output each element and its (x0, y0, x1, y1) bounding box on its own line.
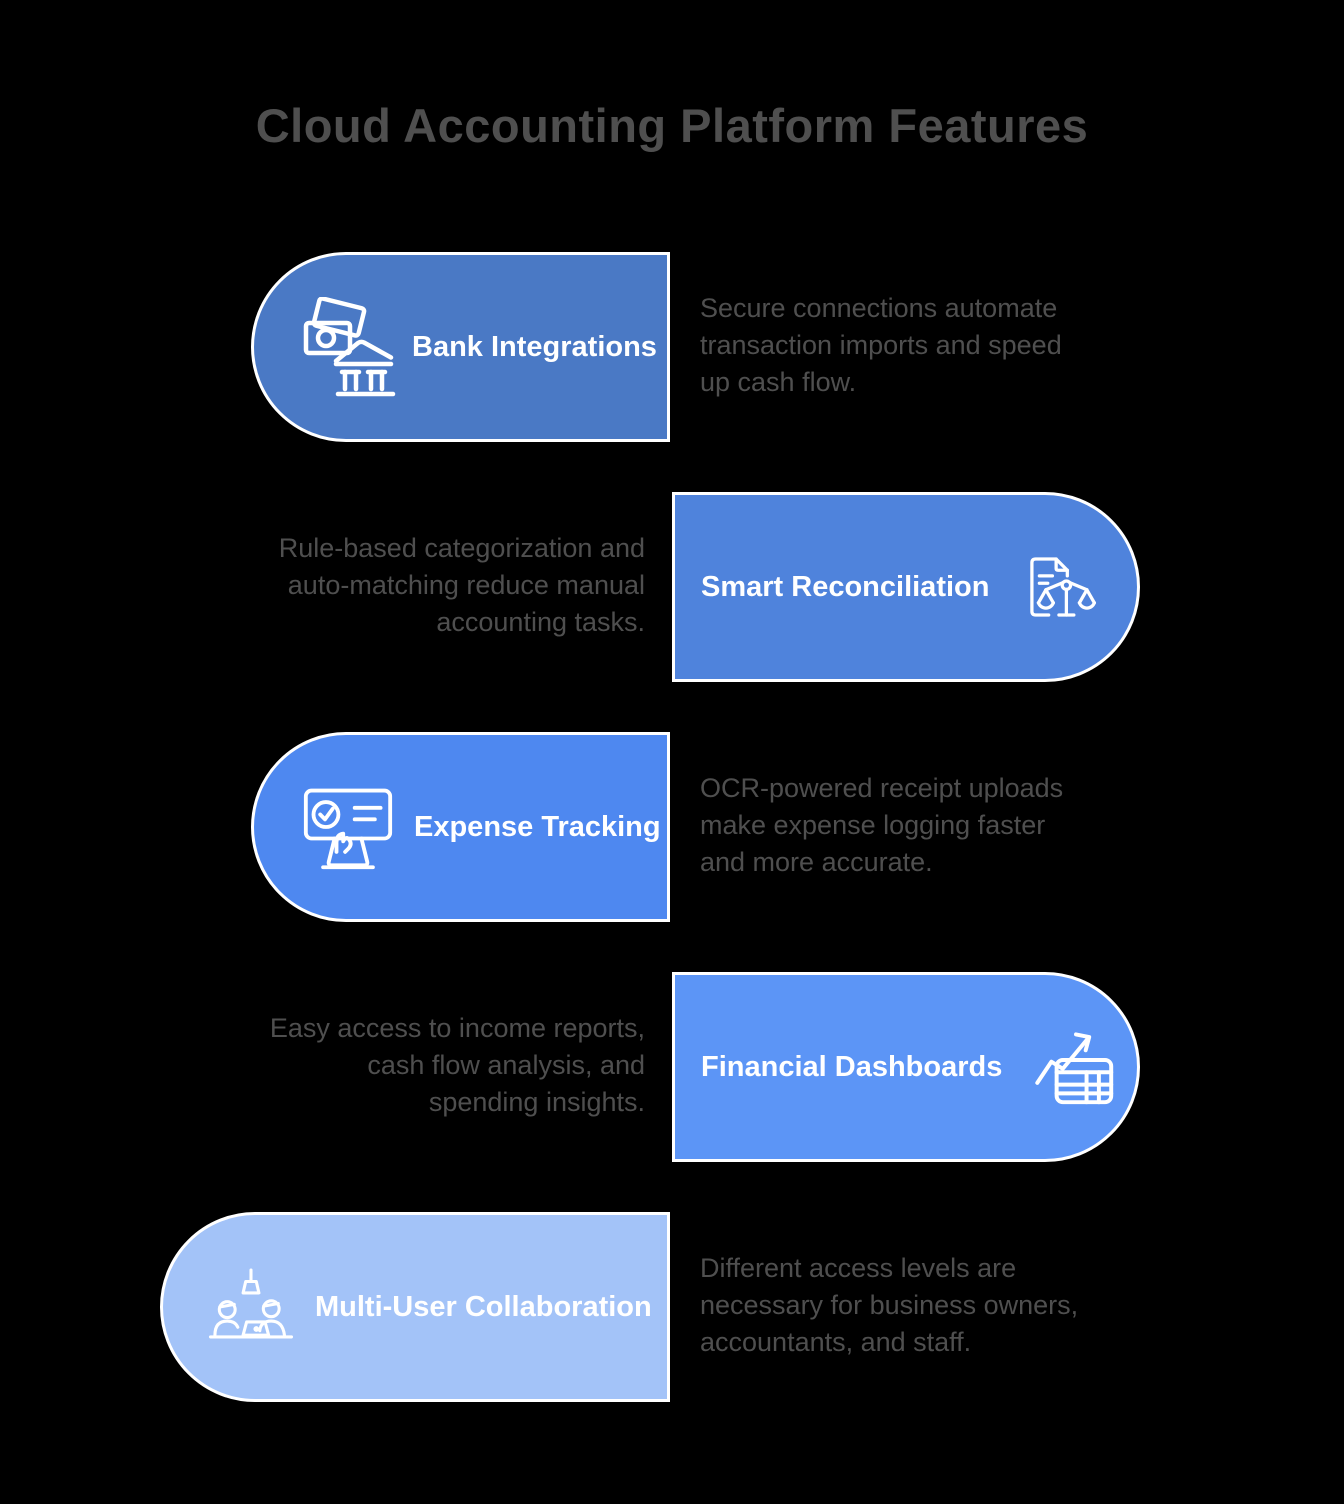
page-title: Cloud Accounting Platform Features (255, 99, 1089, 152)
receipt-check-icon (300, 781, 396, 873)
feature-row-bank-integrations: Bank Integrations Secure connections aut… (0, 252, 1344, 442)
feature-description: Secure connections automate transaction … (700, 290, 1170, 401)
feature-description: Easy access to income reports, cash flow… (175, 1010, 645, 1121)
feature-description: OCR-powered receipt uploads make expense… (700, 770, 1170, 881)
people-desk-icon (207, 1267, 295, 1347)
description-line: transaction imports and speed (700, 330, 1062, 360)
description-line: OCR-powered receipt uploads (700, 773, 1064, 803)
document-scales-icon (1017, 548, 1099, 626)
description-line: accountants, and staff. (700, 1327, 972, 1357)
feature-title: Multi-User Collaboration (315, 1290, 652, 1323)
feature-pill-smart-reconciliation: Smart Reconciliation (672, 492, 1140, 682)
feature-pill-expense-tracking: Expense Tracking (251, 732, 670, 922)
description-line: up cash flow. (700, 367, 857, 397)
feature-row-smart-reconciliation: Smart Reconciliation Rule-based categori… (0, 492, 1344, 682)
description-line: Secure connections automate (700, 293, 1058, 323)
feature-row-multi-user-collaboration: Multi-User Collaboration Different acces… (0, 1212, 1344, 1402)
feature-title: Expense Tracking (414, 810, 661, 843)
feature-title: Financial Dashboards (701, 1050, 1003, 1083)
description-line: accounting tasks. (436, 607, 645, 637)
description-line: cash flow analysis, and (367, 1050, 645, 1080)
feature-description: Rule-based categorization and auto-match… (175, 530, 645, 641)
description-line: necessary for business owners, (700, 1290, 1079, 1320)
bank-icon (298, 297, 398, 397)
feature-pill-bank-integrations: Bank Integrations (251, 252, 670, 442)
description-line: auto-matching reduce manual (287, 570, 645, 600)
chart-table-icon (1032, 1023, 1120, 1111)
feature-pill-financial-dashboards: Financial Dashboards (672, 972, 1140, 1162)
feature-row-financial-dashboards: Financial Dashboards Easy access to inco… (0, 972, 1344, 1162)
feature-description: Different access levels are necessary fo… (700, 1250, 1170, 1361)
description-line: spending insights. (428, 1087, 645, 1117)
feature-title: Bank Integrations (412, 330, 657, 363)
description-line: Easy access to income reports, (269, 1013, 645, 1043)
description-line: Different access levels are (700, 1253, 1017, 1283)
feature-row-expense-tracking: Expense Tracking OCR-powered receipt upl… (0, 732, 1344, 922)
description-line: Rule-based categorization and (278, 533, 645, 563)
feature-title: Smart Reconciliation (701, 570, 990, 603)
description-line: and more accurate. (700, 847, 933, 877)
feature-pill-multi-user-collaboration: Multi-User Collaboration (160, 1212, 670, 1402)
description-line: make expense logging faster (700, 810, 1046, 840)
